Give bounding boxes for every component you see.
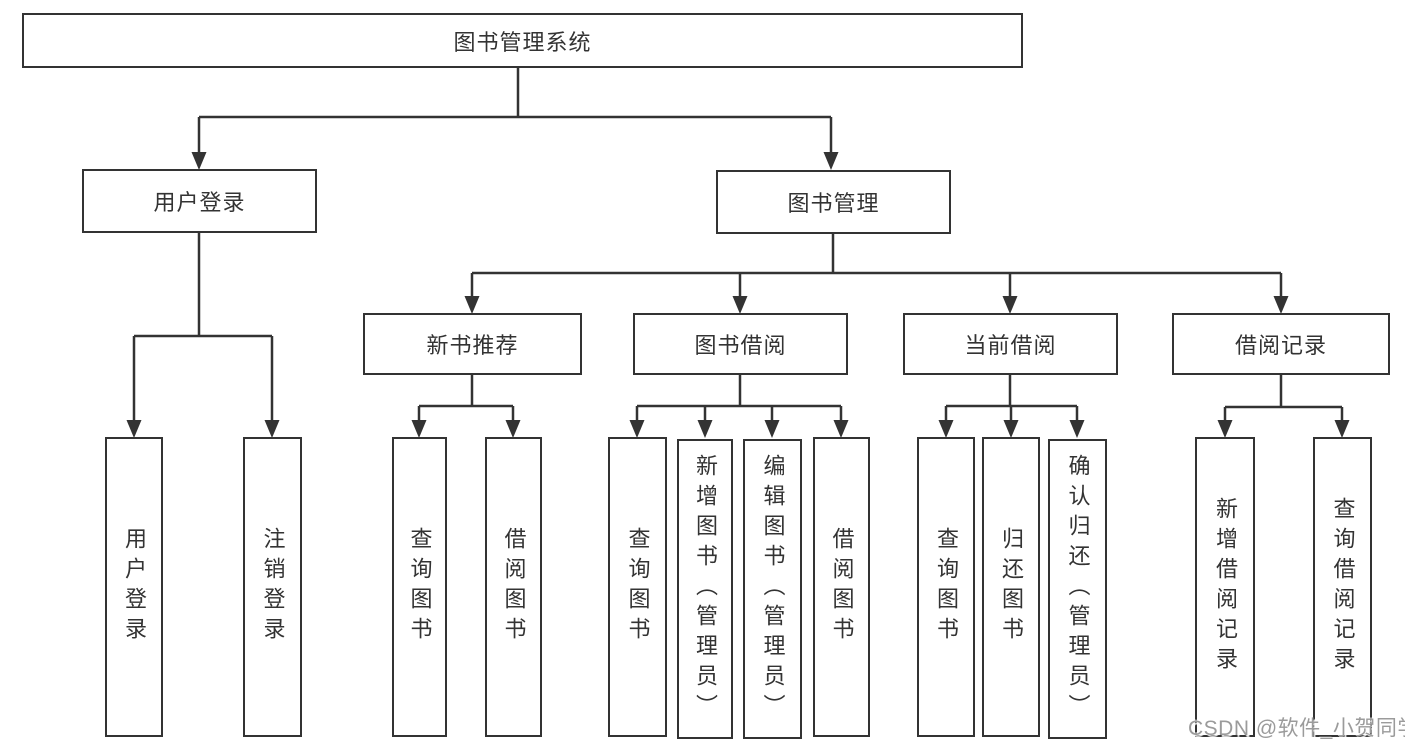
leaf-confirm-return-admin-label: 确认归还（管理员）	[1065, 454, 1091, 724]
leaf-query-book-3-label: 查询图书	[934, 527, 959, 647]
node-user-login-label: 用户登录	[153, 190, 246, 215]
node-book-borrow: 图书借阅	[633, 313, 848, 375]
leaf-edit-book-admin: 编辑图书（管理员）	[743, 439, 802, 739]
leaf-confirm-return-admin: 确认归还（管理员）	[1048, 439, 1107, 739]
node-book-management: 图书管理	[716, 170, 951, 234]
leaf-add-borrow-record-label: 新增借阅记录	[1213, 497, 1238, 677]
leaf-query-book-2: 查询图书	[608, 437, 667, 737]
leaf-query-book-2-label: 查询图书	[625, 527, 651, 647]
node-borrow-record: 借阅记录	[1172, 313, 1390, 375]
leaf-add-book-admin-label: 新增图书（管理员）	[693, 454, 718, 724]
leaf-query-book-1-label: 查询图书	[407, 527, 433, 647]
leaf-logout: 注销登录	[243, 437, 302, 737]
node-borrow-record-label: 借阅记录	[1234, 333, 1327, 358]
node-book-borrow-label: 图书借阅	[694, 333, 787, 358]
node-new-book-recommend: 新书推荐	[363, 313, 582, 375]
leaf-add-borrow-record: 新增借阅记录	[1195, 437, 1255, 737]
node-current-borrow: 当前借阅	[903, 313, 1118, 375]
leaf-borrow-book-2-label: 借阅图书	[829, 527, 855, 647]
leaf-query-book-3: 查询图书	[917, 437, 975, 737]
leaf-borrow-book-1-label: 借阅图书	[501, 527, 527, 647]
leaf-return-book: 归还图书	[982, 437, 1040, 737]
node-library-system-label: 图书管理系统	[453, 29, 592, 55]
node-new-book-recommend-label: 新书推荐	[426, 333, 519, 358]
leaf-query-borrow-record: 查询借阅记录	[1313, 437, 1372, 737]
leaf-query-book-1: 查询图书	[392, 437, 447, 737]
node-book-management-label: 图书管理	[787, 191, 880, 216]
leaf-logout-label: 注销登录	[260, 527, 286, 647]
leaf-borrow-book-1: 借阅图书	[485, 437, 542, 737]
leaf-user-login: 用户登录	[105, 437, 163, 737]
leaf-query-borrow-record-label: 查询借阅记录	[1330, 497, 1356, 677]
leaf-return-book-label: 归还图书	[999, 527, 1024, 647]
csdn-watermark: CSDN @软件_小贺同学	[1188, 717, 1405, 740]
leaf-borrow-book-2: 借阅图书	[813, 437, 870, 737]
node-current-borrow-label: 当前借阅	[964, 333, 1057, 358]
leaf-add-book-admin: 新增图书（管理员）	[677, 439, 733, 739]
node-user-login: 用户登录	[82, 169, 317, 233]
leaf-user-login-label: 用户登录	[122, 527, 147, 647]
node-library-system: 图书管理系统	[22, 13, 1023, 68]
leaf-edit-book-admin-label: 编辑图书（管理员）	[760, 454, 786, 724]
